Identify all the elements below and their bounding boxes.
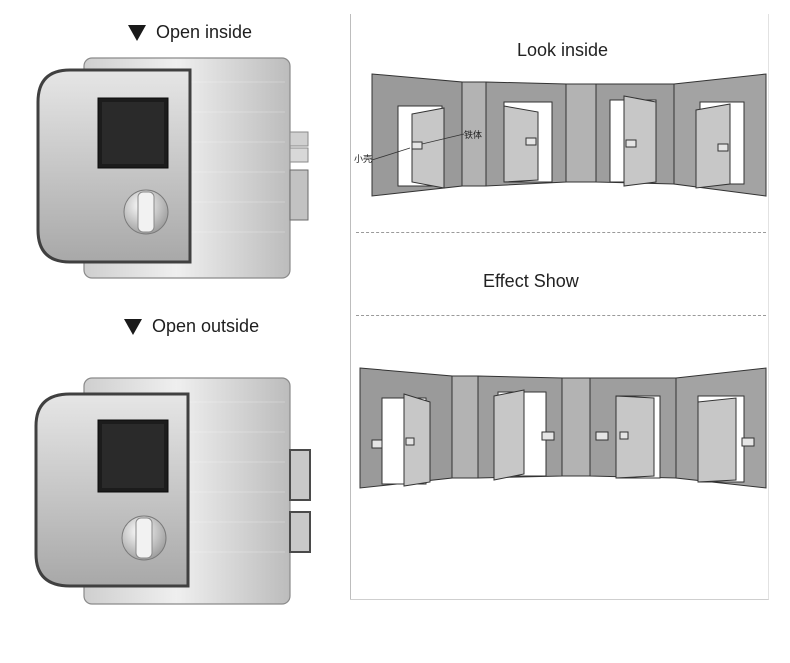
effect-show-title: Effect Show: [483, 271, 579, 291]
open-outside-label: Open outside: [152, 316, 260, 336]
open-inside-label-row: Open inside: [128, 22, 252, 43]
effect-show-illustration: [359, 367, 767, 489]
vertical-divider: [350, 14, 351, 599]
side-latch: [289, 449, 311, 501]
lock-image-outside: [34, 377, 311, 605]
look-inside-title: Look inside: [517, 40, 609, 60]
open-inside-label: Open inside: [156, 22, 253, 42]
dashed-separator-top: [356, 232, 766, 233]
lock-image-inside: [36, 57, 309, 279]
down-triangle-icon: [128, 24, 146, 41]
annotation-iron-body: 铁体: [464, 130, 483, 140]
down-triangle-icon: [124, 318, 142, 335]
dashed-separator-bottom: [356, 315, 766, 316]
open-outside-label-row: Open outside: [124, 316, 259, 337]
annotation-small-shell: 小壳: [354, 154, 373, 164]
right-panel-frame: [350, 14, 769, 600]
side-latch: [289, 131, 309, 147]
look-inside-illustration: [371, 73, 767, 197]
